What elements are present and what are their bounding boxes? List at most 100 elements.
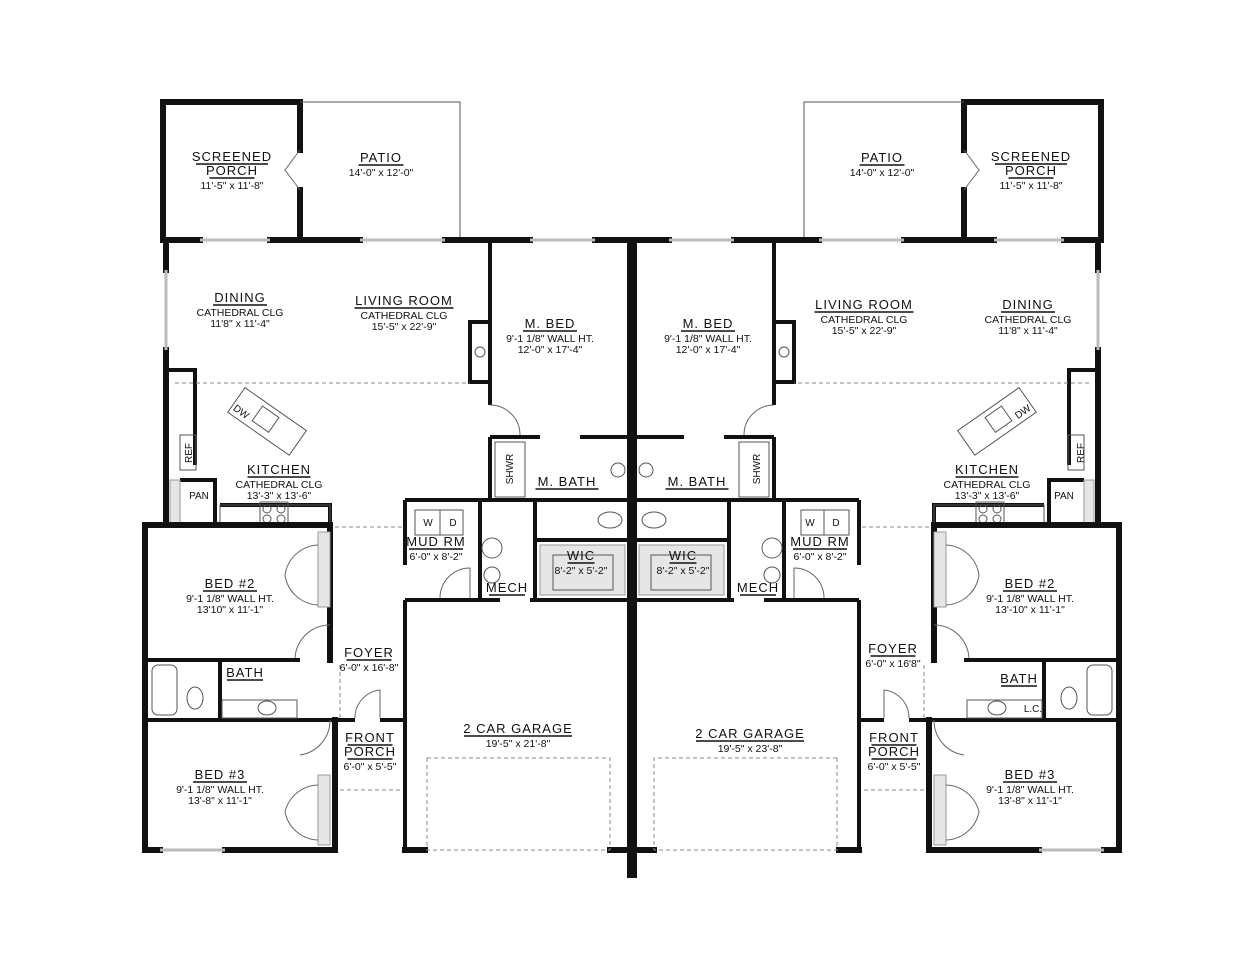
room-detail: 9'-1 1/8" WALL HT. [186, 593, 274, 605]
room-title: M. BED [525, 316, 576, 331]
room-title: FOYER [868, 641, 918, 656]
room-title: MECH [486, 580, 528, 595]
room-title: BATH [1000, 671, 1038, 686]
room-title: BED #3 [195, 767, 246, 782]
room-title: MECH [737, 580, 779, 595]
washer-label-left: W [423, 518, 433, 529]
unit-left-walls [142, 99, 633, 878]
room-label-wic-right: WIC 8'-2" x 5'-2" [657, 548, 710, 577]
refrigerator-label-right: REF [1076, 443, 1087, 463]
pantry-label-right: PAN [1054, 491, 1074, 502]
room-detail: 9'-1 1/8" WALL HT. [986, 784, 1074, 796]
room-detail: 9'-1 1/8" WALL HT. [664, 333, 752, 345]
room-detail: 6'-0" x 16'8" [865, 658, 921, 670]
room-detail: CATHEDRAL CLG [197, 307, 284, 319]
room-detail: 13'-8" x 11'-1" [998, 795, 1062, 807]
room-title: MUD RM [790, 534, 849, 549]
room-detail: CATHEDRAL CLG [361, 310, 448, 322]
dryer-label-right: D [832, 518, 839, 529]
room-detail: 13'-3" x 13'-6" [955, 490, 1020, 502]
room-detail: 8'-2" x 5'-2" [657, 565, 710, 577]
room-title: KITCHEN [955, 462, 1019, 477]
room-title: DINING [214, 290, 266, 305]
room-detail: 6'-0" x 16'-8" [340, 662, 399, 674]
room-label-foyer-right: FOYER 6'-0" x 16'8" [865, 641, 921, 670]
room-title: SCREENED [991, 149, 1071, 164]
room-title: BATH [226, 665, 264, 680]
room-detail: 19'-5" x 23'-8" [718, 743, 783, 755]
room-title: M. BED [683, 316, 734, 331]
washer-label-right: W [805, 518, 815, 529]
room-title: BED #3 [1005, 767, 1056, 782]
room-title: BED #2 [205, 576, 256, 591]
room-label-bed3-left: BED #3 9'-1 1/8" WALL HT.13'-8" x 11'-1" [176, 767, 264, 807]
room-title: FRONT [869, 730, 919, 745]
shower-label-left: SHWR [505, 454, 516, 485]
room-label-bed2-right: BED #2 9'-1 1/8" WALL HT.13'-10" x 11'-1" [986, 576, 1074, 616]
pantry-label-left: PAN [189, 491, 209, 502]
room-label-mech-left: MECH [486, 580, 528, 596]
room-title: PORCH [344, 744, 396, 759]
room-detail: 11'-5" x 11'-8" [999, 180, 1062, 192]
room-label-foyer-left: FOYER 6'-0" x 16'-8" [340, 645, 399, 674]
room-detail: 6'-0" x 8'-2" [794, 551, 847, 563]
room-label-mud-room-right: MUD RM 6'-0" x 8'-2" [790, 534, 849, 563]
linen-closet-label: L.C. [1024, 704, 1042, 715]
room-label-bed3-right: BED #3 9'-1 1/8" WALL HT.13'-8" x 11'-1" [986, 767, 1074, 807]
dryer-label-left: D [449, 518, 456, 529]
room-title: BED #2 [1005, 576, 1056, 591]
room-title: LIVING ROOM [355, 293, 453, 308]
room-detail: 8'-2" x 5'-2" [555, 565, 608, 577]
room-detail: 13'10" x 11'-1" [197, 604, 263, 616]
room-title: 2 CAR GARAGE [695, 726, 805, 741]
room-detail: 9'-1 1/8" WALL HT. [986, 593, 1074, 605]
room-label-bath-right: BATH [1000, 671, 1038, 687]
room-detail: 11'-5" x 11'-8" [200, 180, 263, 192]
shower-label-right: SHWR [752, 454, 763, 485]
room-title: KITCHEN [247, 462, 311, 477]
room-detail: 6'-0" x 8'-2" [410, 551, 463, 563]
room-title: M. BATH [668, 474, 727, 489]
room-title: PATIO [360, 150, 402, 165]
room-detail: 14'-0" x 12'-0" [850, 167, 915, 179]
room-detail: 13'-10" x 11'-1" [995, 604, 1065, 616]
room-label-patio-left: PATIO 14'-0" x 12'-0" [349, 150, 414, 179]
room-detail: 13'-8" x 11'-1" [188, 795, 252, 807]
room-detail: 11'8" x 11'-4" [998, 325, 1058, 337]
room-detail: 15'-5" x 22'-9" [832, 325, 897, 337]
room-detail: 9'-1 1/8" WALL HT. [176, 784, 264, 796]
room-detail: 6'-0" x 5'-5" [344, 761, 397, 773]
room-title: PATIO [861, 150, 903, 165]
room-detail: 13'-3" x 13'-6" [247, 490, 312, 502]
room-label-patio-right: PATIO 14'-0" x 12'-0" [850, 150, 915, 179]
room-title: PORCH [868, 744, 920, 759]
room-detail: 14'-0" x 12'-0" [349, 167, 414, 179]
room-title: LIVING ROOM [815, 297, 913, 312]
room-detail: 9'-1 1/8" WALL HT. [506, 333, 594, 345]
room-detail: 11'8" x 11'-4" [210, 318, 270, 330]
dishwasher-label-right: DW [1013, 403, 1033, 422]
refrigerator-label-left: REF [184, 443, 195, 463]
room-label-master-bath-right: M. BATH [665, 474, 729, 490]
room-title: FOYER [344, 645, 394, 660]
room-detail: 6'-0" x 5'-5" [868, 761, 921, 773]
room-title: M. BATH [538, 474, 597, 489]
room-detail: CATHEDRAL CLG [236, 479, 323, 491]
room-label-wic-left: WIC 8'-2" x 5'-2" [555, 548, 608, 577]
room-title: MUD RM [406, 534, 465, 549]
room-title: WIC [567, 548, 595, 563]
room-detail: CATHEDRAL CLG [985, 314, 1072, 326]
room-label-master-bath-left: M. BATH [535, 474, 599, 490]
room-detail: CATHEDRAL CLG [944, 479, 1031, 491]
room-title: WIC [669, 548, 697, 563]
